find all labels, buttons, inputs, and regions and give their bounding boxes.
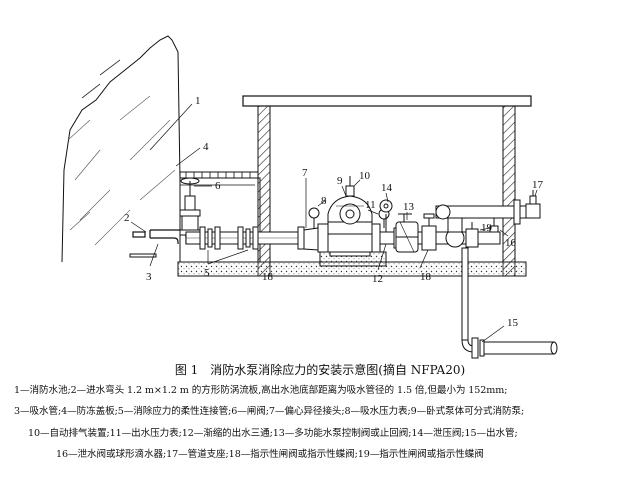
pump-installation-diagram: 1 2 3 4 5 6 7 8 9 10 11 12 13 14 15 16 1…: [61, 35, 558, 359]
fire-pump: [317, 195, 381, 257]
callout-12: 12: [372, 273, 383, 285]
flexible-connector-2: [237, 226, 259, 250]
callout-3: 3: [146, 271, 152, 283]
pressure-relief-valve: [379, 199, 393, 232]
callout-8: 8: [321, 195, 327, 207]
legend-line-4: 16—泄水阀或球形滴水器;17—管道支座;18—指示性闸阀或指示性蝶阀;19—指…: [56, 449, 484, 460]
callout-7: 7: [302, 167, 308, 179]
legend-line-1: 1—消防水池;2—进水弯头 1.2 m×1.2 m 的方形防涡流板,高出水池底部…: [14, 385, 508, 396]
callout-2: 2: [124, 212, 130, 224]
pump-house-roof: [242, 95, 532, 107]
callout-6: 6: [215, 180, 221, 192]
indicating-valve-19: [465, 222, 479, 248]
suction-elbow: [132, 229, 187, 244]
pump-room-floor: [177, 251, 527, 277]
callout-labels: 1 2 3 4 5 6 7 8 9 10 11 12 13 14 15 16 1…: [124, 95, 544, 329]
eccentric-reducer: [297, 226, 319, 251]
figure-caption: 图 1 消防水泵消除应力的安装示意图(摘自 NFPA20): [174, 363, 466, 377]
callout-5: 5: [204, 267, 210, 279]
legend-line-3: 10—自动排气装置;11—出水压力表;12—渐缩的出水三通;13—多功能水泵控制…: [28, 428, 518, 439]
leader-lines: [130, 103, 538, 343]
indicating-gate-valve: [421, 213, 437, 251]
anti-vortex-plate: [129, 253, 157, 258]
callout-18-right: 18: [420, 271, 432, 283]
callout-14: 14: [381, 182, 393, 194]
gate-valve: [179, 177, 201, 236]
callout-1: 1: [195, 95, 201, 107]
callout-17: 17: [532, 179, 544, 191]
discharge-riser: [435, 199, 527, 248]
anti-freeze-cover: [179, 171, 259, 179]
suction-pressure-gauge: [308, 207, 320, 228]
legend-line-2: 3—吸水管;4—防冻盖板;5—消除应力的柔性连接管;6—闸阀;7—偏心异径接头;…: [14, 406, 525, 417]
drain-valve: [489, 218, 499, 233]
callout-10: 10: [359, 170, 371, 182]
callout-16: 16: [505, 237, 517, 249]
outlet-pipe: [461, 247, 558, 359]
callout-4: 4: [203, 141, 209, 153]
air-release-valve: [345, 176, 355, 197]
callout-13: 13: [403, 201, 415, 213]
flexible-connector-1: [199, 226, 221, 250]
pipe-support: [525, 190, 541, 219]
callout-15: 15: [507, 317, 519, 329]
callout-11: 11: [365, 199, 376, 211]
callout-9: 9: [337, 175, 343, 187]
callout-18-left: 18: [262, 271, 274, 283]
earth-bank: [61, 35, 181, 263]
check-valve: [395, 213, 419, 253]
callout-19: 19: [481, 222, 493, 234]
